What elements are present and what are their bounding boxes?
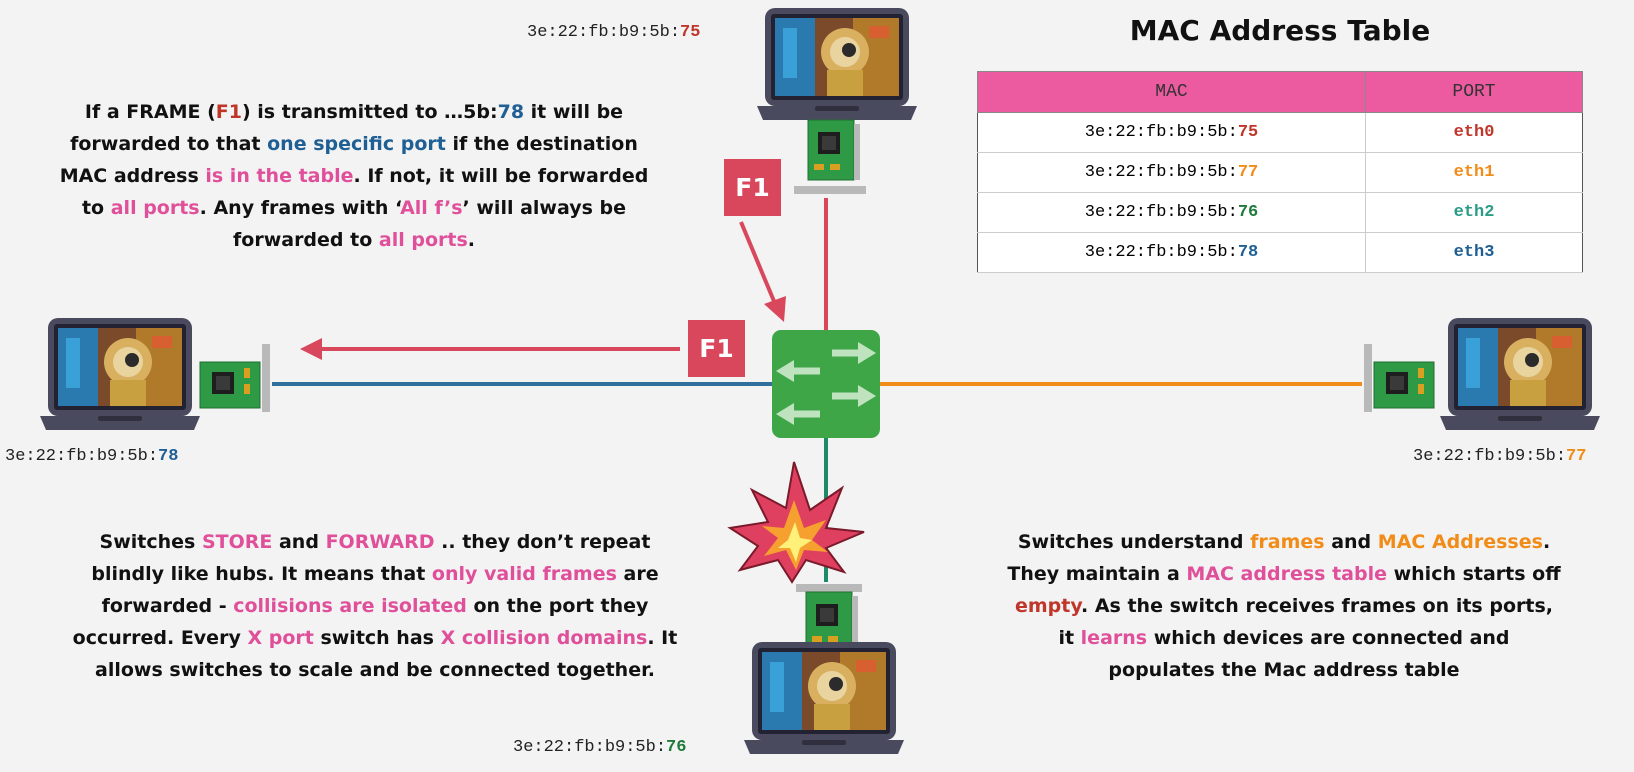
nic-left-icon xyxy=(199,361,261,409)
nic-top-icon xyxy=(807,119,861,181)
table-row: 3e:22:fb:b9:5b:77 eth1 xyxy=(977,152,1583,193)
mac-label-left: 3e:22:fb:b9:5b:78 xyxy=(5,447,179,466)
nic-left-bracket xyxy=(262,344,270,412)
frame-label-top: F1 xyxy=(724,159,781,216)
table-row: 3e:22:fb:b9:5b:75 eth0 xyxy=(977,112,1583,153)
laptop-right-icon xyxy=(1440,318,1600,430)
nic-bottom-bracket xyxy=(796,584,862,592)
table-cell-mac: 3e:22:fb:b9:5b:76 xyxy=(977,192,1366,233)
arrow-f1-to-switch xyxy=(739,221,786,322)
paragraph-frame-forwarding: If a FRAME (F1) is transmitted to …5b:78… xyxy=(59,101,649,251)
frame-label-left: F1 xyxy=(688,320,745,377)
mac-label-right: 3e:22:fb:b9:5b:77 xyxy=(1413,447,1587,466)
table-cell-port: eth0 xyxy=(1365,112,1583,153)
table-row: 3e:22:fb:b9:5b:78 eth3 xyxy=(977,232,1583,273)
table-cell-mac: 3e:22:fb:b9:5b:77 xyxy=(977,152,1366,193)
mac-label-bottom: 3e:22:fb:b9:5b:76 xyxy=(513,738,687,757)
table-title: MAC Address Table xyxy=(1129,14,1431,47)
nic-right-icon xyxy=(1373,361,1435,409)
switch-icon xyxy=(772,330,880,438)
table-header-port: PORT xyxy=(1365,71,1583,113)
nic-right-bracket xyxy=(1364,344,1372,412)
table-row: 3e:22:fb:b9:5b:76 eth2 xyxy=(977,192,1583,233)
table-cell-port: eth3 xyxy=(1365,232,1583,273)
arrow-f1-to-left xyxy=(300,338,680,360)
laptop-bottom-icon xyxy=(744,642,904,754)
laptop-top-icon xyxy=(757,8,917,120)
table-cell-mac: 3e:22:fb:b9:5b:78 xyxy=(977,232,1366,273)
nic-top-bracket xyxy=(794,186,866,194)
table-cell-port: eth1 xyxy=(1365,152,1583,193)
laptop-left-icon xyxy=(40,318,200,430)
table-header-mac: MAC xyxy=(977,71,1366,113)
collision-icon xyxy=(727,461,865,584)
table-cell-port: eth2 xyxy=(1365,192,1583,233)
paragraph-switches-understand: Switches understand frames and MAC Addre… xyxy=(1007,531,1561,681)
mac-address-table: MAC PORT 3e:22:fb:b9:5b:75 eth0 3e:22:fb… xyxy=(977,71,1583,273)
table-cell-mac: 3e:22:fb:b9:5b:75 xyxy=(977,112,1366,153)
paragraph-store-forward: Switches STORE and FORWARD .. they don’t… xyxy=(72,531,678,681)
mac-label-top: 3e:22:fb:b9:5b:75 xyxy=(527,23,701,42)
